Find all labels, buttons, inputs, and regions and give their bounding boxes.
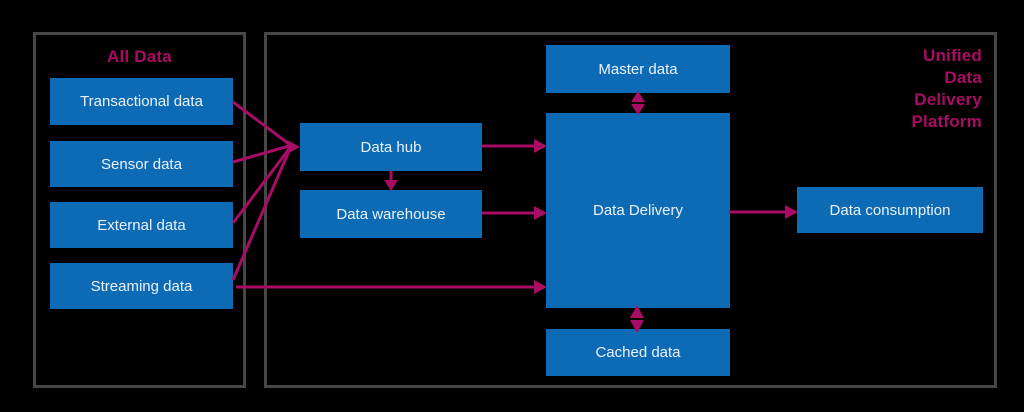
node-data-consumption: Data consumption: [797, 187, 983, 233]
node-streaming-data: Streaming data: [50, 263, 233, 309]
platform-title: Unified Data Delivery Platform: [850, 45, 982, 133]
platform-title-line: Platform: [911, 112, 982, 131]
node-master-data: Master data: [546, 45, 730, 93]
node-external-data: External data: [50, 202, 233, 248]
platform-title-line: Delivery: [914, 90, 982, 109]
node-transactional-data: Transactional data: [50, 78, 233, 125]
platform-title-line: Data: [944, 68, 982, 87]
all-data-title: All Data: [107, 47, 172, 66]
node-data-delivery: Data Delivery: [546, 113, 730, 308]
node-sensor-data: Sensor data: [50, 141, 233, 187]
node-data-warehouse: Data warehouse: [300, 190, 482, 238]
node-cached-data: Cached data: [546, 329, 730, 376]
platform-title-line: Unified: [922, 46, 982, 65]
node-data-hub: Data hub: [300, 123, 482, 171]
